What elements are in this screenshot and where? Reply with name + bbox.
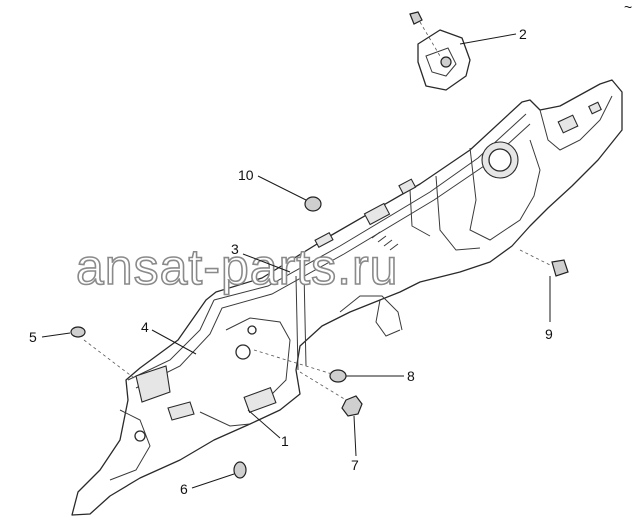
fastener-7-nut (341, 395, 363, 417)
leader-4 (151, 329, 197, 355)
left-panel-recess (225, 317, 291, 397)
callout-labels: 1 2 3 4 5 6 7 8 9 10 (29, 26, 553, 497)
steering-bracket-frame (469, 139, 541, 241)
fastener-6-clip (233, 461, 247, 479)
leader-5 (41, 332, 71, 338)
left-end-flange (109, 409, 151, 481)
watermark: ansat-parts.ru (76, 239, 398, 295)
left-end-hole (134, 430, 146, 442)
leader-1 (247, 409, 281, 439)
bracket-screw (409, 11, 423, 25)
callout-2: 2 (519, 26, 527, 42)
fastener-9-bolt (551, 259, 569, 277)
fastener-8-axis (253, 349, 333, 375)
leader-6 (191, 473, 235, 489)
bracket-bolt (440, 56, 452, 68)
leader-7 (353, 415, 357, 457)
left-panel-bracket (243, 386, 277, 414)
callout-6: 6 (180, 481, 188, 497)
fastener-5 (70, 326, 135, 379)
fastener-9 (519, 249, 569, 277)
leader-10 (257, 175, 307, 201)
cutout-c (314, 231, 334, 249)
leader-3 (242, 253, 291, 273)
callout-10: 10 (238, 167, 254, 183)
fastener-5-axis (83, 339, 135, 379)
callout-1: 1 (281, 433, 289, 449)
fastener-10-plug (304, 196, 322, 212)
leader-lines (41, 33, 551, 489)
left-lower-tab (167, 401, 195, 421)
callout-3: 3 (231, 241, 239, 257)
right-end-slot-small (588, 101, 602, 115)
callout-5: 5 (29, 329, 37, 345)
cutout-a (363, 202, 391, 226)
fastener-10 (304, 196, 322, 212)
dash-panel-outline (71, 79, 623, 516)
lower-edge-rib (199, 411, 251, 427)
leader-2 (459, 33, 517, 45)
bracket-face (425, 47, 457, 77)
callout-8: 8 (407, 368, 415, 384)
bracket-bolt-axis (419, 21, 441, 57)
left-panel-hole-b (247, 325, 257, 335)
dashboard-panel (71, 79, 623, 516)
fastener-7 (299, 371, 363, 417)
callout-9: 9 (545, 326, 553, 342)
center-stiffener (409, 189, 431, 237)
fastener-8-nut (329, 369, 347, 383)
fastener-9-axis (519, 249, 553, 267)
steering-opening-inner (488, 148, 512, 172)
fastener-6 (233, 461, 247, 479)
tunnel-inner (375, 299, 401, 337)
right-end-slot (557, 114, 579, 134)
center-bracket (435, 175, 481, 251)
callout-4: 4 (141, 319, 149, 335)
center-column-left (295, 275, 299, 371)
upper-rail-lower (135, 123, 531, 389)
callout-7: 7 (351, 457, 359, 473)
part-2-bracket (409, 11, 471, 91)
fastener-7-axis (299, 371, 347, 401)
ribbed-element (371, 231, 399, 251)
left-panel-hole-a (235, 344, 251, 360)
left-end-bracket (135, 365, 171, 403)
tunnel-arch (339, 295, 403, 331)
upper-rail-edge (127, 299, 215, 381)
right-end-bracket (539, 95, 613, 151)
cutout-b (398, 178, 417, 195)
center-column-right (303, 271, 307, 367)
fastener-5-clip (70, 326, 86, 338)
corner-mark: ~ (624, 0, 632, 15)
